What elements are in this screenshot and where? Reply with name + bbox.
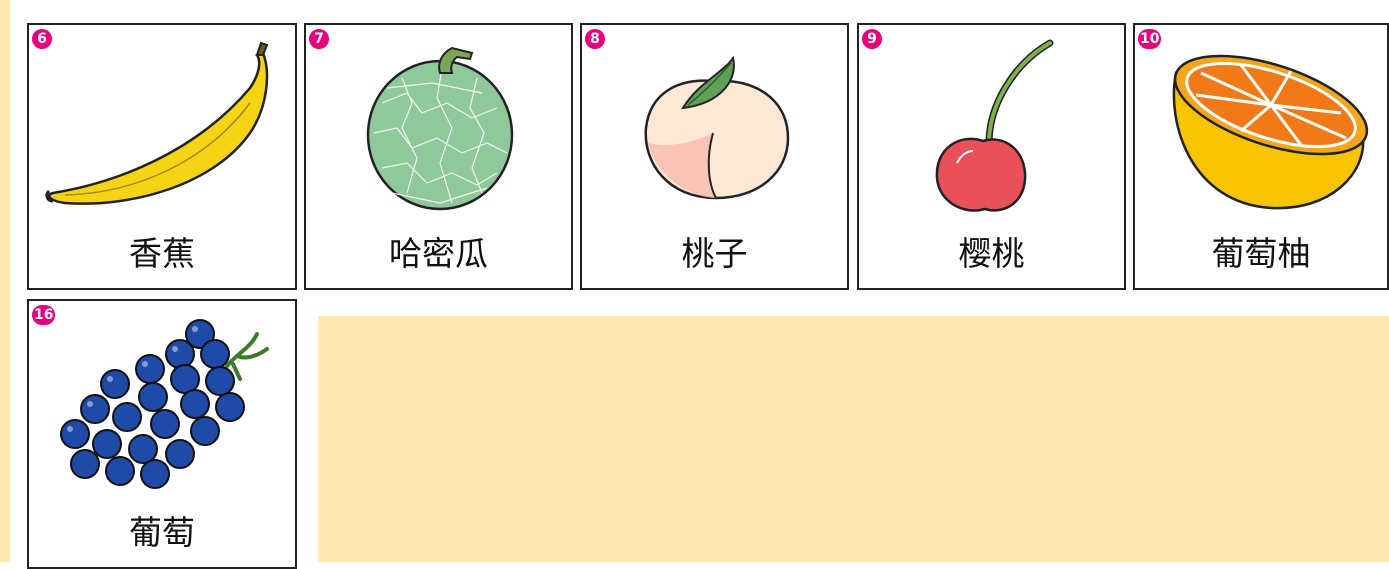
left-edge-strip [0, 0, 10, 562]
fruit-card-banana[interactable]: 6 香蕉 [27, 23, 297, 290]
fruit-card-peach[interactable]: 8 桃子 [580, 23, 849, 290]
empty-content-panel [318, 316, 1389, 562]
peach-icon [588, 33, 843, 218]
fruit-card-grapes[interactable]: 16 [27, 299, 297, 569]
fruit-label: 葡萄柚 [1211, 234, 1311, 273]
number-badge: 8 [585, 29, 605, 49]
number-badge: 10 [1138, 29, 1162, 49]
fruit-label: 樱桃 [958, 234, 1025, 273]
number-badge: 6 [32, 29, 52, 49]
number-badge: 16 [32, 305, 56, 325]
grapefruit-icon [1141, 33, 1385, 218]
fruit-label: 葡萄 [129, 513, 195, 552]
grapes-icon [35, 309, 290, 494]
cherry-icon [865, 33, 1120, 218]
number-badge: 9 [862, 29, 882, 49]
fruit-card-melon[interactable]: 7 哈密瓜 [304, 23, 573, 290]
melon-icon [312, 33, 567, 218]
fruit-label: 香蕉 [129, 234, 195, 273]
number-badge: 7 [309, 29, 329, 49]
fruit-card-grapefruit[interactable]: 10 葡萄柚 [1133, 23, 1389, 290]
fruit-label: 桃子 [681, 234, 748, 273]
banana-icon [35, 33, 290, 218]
fruit-label: 哈密瓜 [389, 234, 488, 273]
fruit-card-cherry[interactable]: 9 樱桃 [857, 23, 1126, 290]
